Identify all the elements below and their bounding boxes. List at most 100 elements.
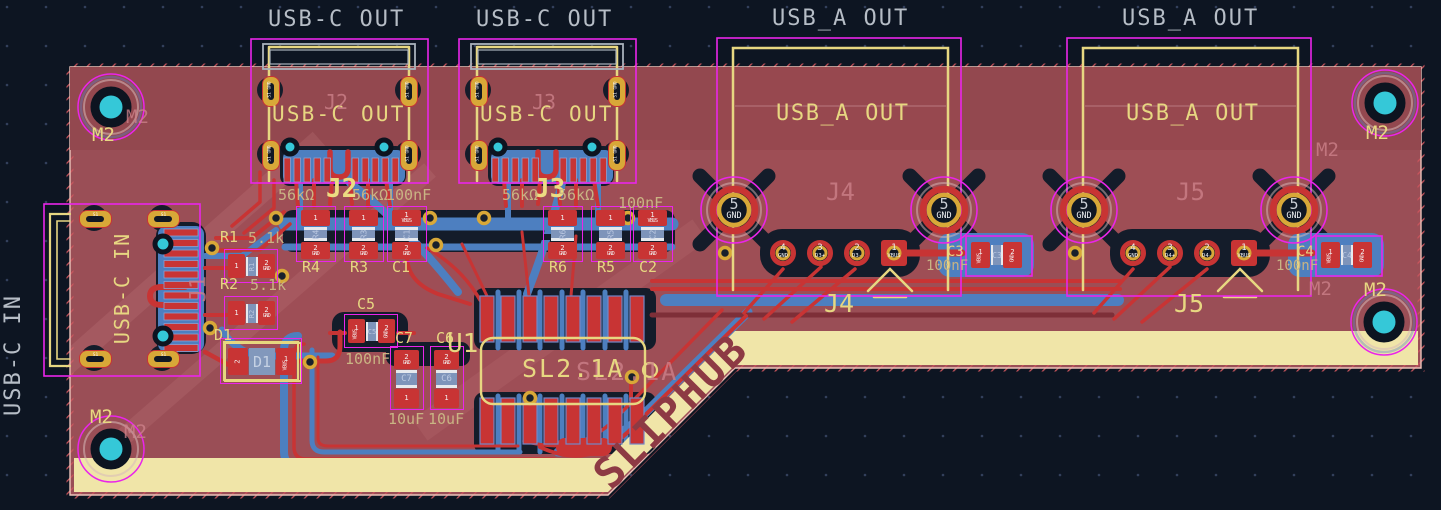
m2-br-fab: M2 xyxy=(1309,278,1332,300)
j4-pad5-number[interactable]: 5 xyxy=(729,195,739,213)
usb-a-pads[interactable] xyxy=(706,182,1322,266)
m2-br-label[interactable]: M2 xyxy=(1364,279,1387,301)
c5-value[interactable]: 100nF xyxy=(345,350,391,368)
j3-gray-label[interactable]: USB-C OUT xyxy=(476,7,614,32)
c3-ref[interactable]: C3 xyxy=(947,244,964,260)
j4-pad5-number[interactable]: 5 xyxy=(939,195,949,213)
c6-value[interactable]: 10uF xyxy=(428,410,465,428)
j5-pin2[interactable]: 2 xyxy=(1204,243,1210,253)
j2-shield-pad[interactable]: S1 GND xyxy=(262,140,280,171)
j1-shield-pad[interactable]: S1 xyxy=(147,210,180,228)
r4-ref[interactable]: R4 xyxy=(302,258,321,276)
d1-ref[interactable]: D1 xyxy=(214,326,233,344)
j3-shield-pad[interactable]: S1 GND xyxy=(608,76,626,107)
j1-gray-label[interactable]: USB-C IN xyxy=(1,294,26,416)
j5-gray-label[interactable]: USB_A OUT xyxy=(1122,6,1260,31)
j2-shield-pad[interactable]: S1 GND xyxy=(400,140,418,171)
j4-ref[interactable]: J4 xyxy=(824,289,855,318)
j4-pin4-net: GND xyxy=(778,253,788,259)
u1-pins[interactable] xyxy=(479,295,645,445)
j3-pins[interactable] xyxy=(491,157,607,183)
j1-silk-label[interactable]: USB-C IN xyxy=(110,231,134,345)
c7-value[interactable]: 10uF xyxy=(388,410,425,428)
c2-ref[interactable]: C2 xyxy=(639,258,658,276)
j5-pad5-number[interactable]: 5 xyxy=(1289,195,1299,213)
m2-tl-label[interactable]: M2 xyxy=(92,124,115,146)
j4-pin1[interactable]: 1 xyxy=(891,243,897,253)
j2-gray-label[interactable]: USB-C OUT xyxy=(268,7,406,32)
j1-shield-pad[interactable]: S1 xyxy=(79,350,112,368)
r5-value[interactable]: 56kΩ xyxy=(558,186,595,204)
j1-shield-pad[interactable]: S1 xyxy=(147,350,180,368)
m2-bl-label[interactable]: M2 xyxy=(90,406,113,428)
u1-ref[interactable]: U1 xyxy=(447,329,479,359)
r4-value[interactable]: 56kΩ xyxy=(278,186,315,204)
j5-pad5-number[interactable]: 5 xyxy=(1079,195,1089,213)
j5-pin1[interactable]: 1 xyxy=(1241,243,1247,253)
m2-tr-label[interactable]: M2 xyxy=(1366,122,1389,144)
j1-shield-pad[interactable]: S1 xyxy=(79,210,112,228)
r3-ref[interactable]: R3 xyxy=(350,258,369,276)
j5-silk-label[interactable]: USB_A OUT xyxy=(1126,101,1260,126)
c3-value[interactable]: 100nF xyxy=(926,258,969,274)
r2-value[interactable]: 5.1k xyxy=(250,276,287,294)
r6-value[interactable]: 56kΩ xyxy=(502,186,539,204)
c1-value[interactable]: 100nF xyxy=(386,186,432,204)
j4-pin4[interactable]: 4 xyxy=(780,243,786,253)
r6-ref[interactable]: R6 xyxy=(549,258,568,276)
j4-pin2[interactable]: 2 xyxy=(854,243,860,253)
u1-value[interactable]: SL2.1A xyxy=(522,354,625,383)
c4-value[interactable]: 100nF xyxy=(1276,258,1319,274)
j3-ref[interactable]: J3 xyxy=(534,174,566,204)
vias[interactable] xyxy=(202,210,1083,406)
j3-shield-pad[interactable]: S1 GND xyxy=(470,76,488,107)
j2-shield-pad[interactable]: S1 GND xyxy=(262,76,280,107)
r5-ref[interactable]: R5 xyxy=(597,258,616,276)
j2-ref[interactable]: J2 xyxy=(326,174,358,204)
j4-pin3[interactable]: 3 xyxy=(817,243,823,253)
c5-ref[interactable]: C5 xyxy=(357,295,376,313)
j3-shield-pad[interactable]: S1 GND xyxy=(608,140,626,171)
j2-silk-label[interactable]: USB-C OUT xyxy=(272,102,406,126)
c1-ref[interactable]: C1 xyxy=(392,258,411,276)
r1-value[interactable]: 5.1k xyxy=(248,229,285,247)
c6-ref[interactable]: C6 xyxy=(436,329,455,347)
j4-silk-label[interactable]: USB_A OUT xyxy=(776,101,910,126)
c4-ref[interactable]: C4 xyxy=(1297,244,1314,260)
mounting-holes[interactable] xyxy=(77,69,1419,483)
c2-value[interactable]: 100nF xyxy=(618,194,664,212)
r2-ref[interactable]: R2 xyxy=(220,275,239,293)
j3-silk-label[interactable]: USB-C OUT xyxy=(480,102,614,126)
j5-pin4[interactable]: 4 xyxy=(1130,243,1136,253)
j2-pins[interactable] xyxy=(283,157,399,183)
r5-pad1: 1 xyxy=(596,210,625,226)
r3-value[interactable]: 56kΩ xyxy=(352,186,389,204)
c7-ref[interactable]: C7 xyxy=(395,329,414,347)
j5-ref[interactable]: J5 xyxy=(1174,289,1205,318)
j2-shield-pad[interactable]: S1 GND xyxy=(400,76,418,107)
j1-pins[interactable] xyxy=(163,228,199,352)
r1-ref[interactable]: R1 xyxy=(220,228,239,246)
j4-gray-label[interactable]: USB_A OUT xyxy=(772,6,910,31)
j5-pin3[interactable]: 3 xyxy=(1167,243,1173,253)
j3-shield-pad[interactable]: S1 GND xyxy=(470,140,488,171)
